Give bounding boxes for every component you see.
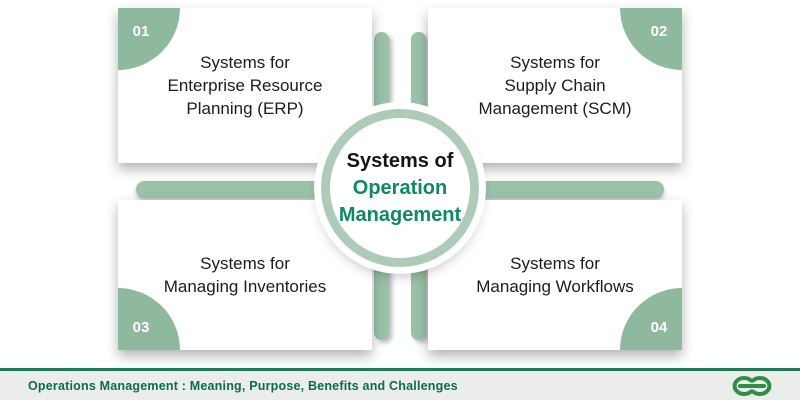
card-line: Management (SCM) (478, 99, 632, 118)
card-number: 04 (650, 318, 668, 336)
footer-caption: Operations Management : Meaning, Purpose… (28, 378, 458, 393)
center-highlight-line: Management (338, 203, 462, 226)
footer-bar: Operations Management : Meaning, Purpose… (0, 368, 800, 400)
card-scm-number-badge: 02 (620, 8, 682, 70)
card-erp-text: Systems for Enterprise Resource Planning… (168, 51, 323, 120)
card-scm-text: Systems for Supply Chain Management (SCM… (478, 51, 631, 120)
card-workflows: 04 Systems for Managing Workflows (428, 200, 682, 350)
card-line: Enterprise Resource (167, 76, 323, 95)
card-erp: 01 Systems for Enterprise Resource Plann… (118, 8, 372, 163)
card-line: Supply Chain (504, 76, 606, 95)
center-highlight-line: Operation (352, 176, 448, 199)
card-number: 01 (132, 22, 150, 40)
card-workflows-text: Systems for Managing Workflows (476, 252, 633, 298)
card-line: Managing Workflows (476, 277, 634, 296)
geeksforgeeks-logo (732, 375, 772, 396)
card-line: Systems for (510, 53, 600, 72)
card-number: 02 (650, 22, 668, 40)
card-line: Planning (ERP) (186, 99, 304, 118)
center-title-line: Systems of (346, 149, 454, 172)
card-scm: 02 Systems for Supply Chain Management (… (428, 8, 682, 163)
card-line: Managing Inventories (163, 277, 327, 296)
card-number: 03 (132, 318, 150, 336)
card-line: Systems for (200, 254, 290, 273)
card-line: Systems for (510, 254, 600, 273)
card-line: Systems for (200, 53, 290, 72)
card-inventories-text: Systems for Managing Inventories (164, 252, 327, 298)
center-circle: Systems of Operation Management (321, 109, 479, 267)
